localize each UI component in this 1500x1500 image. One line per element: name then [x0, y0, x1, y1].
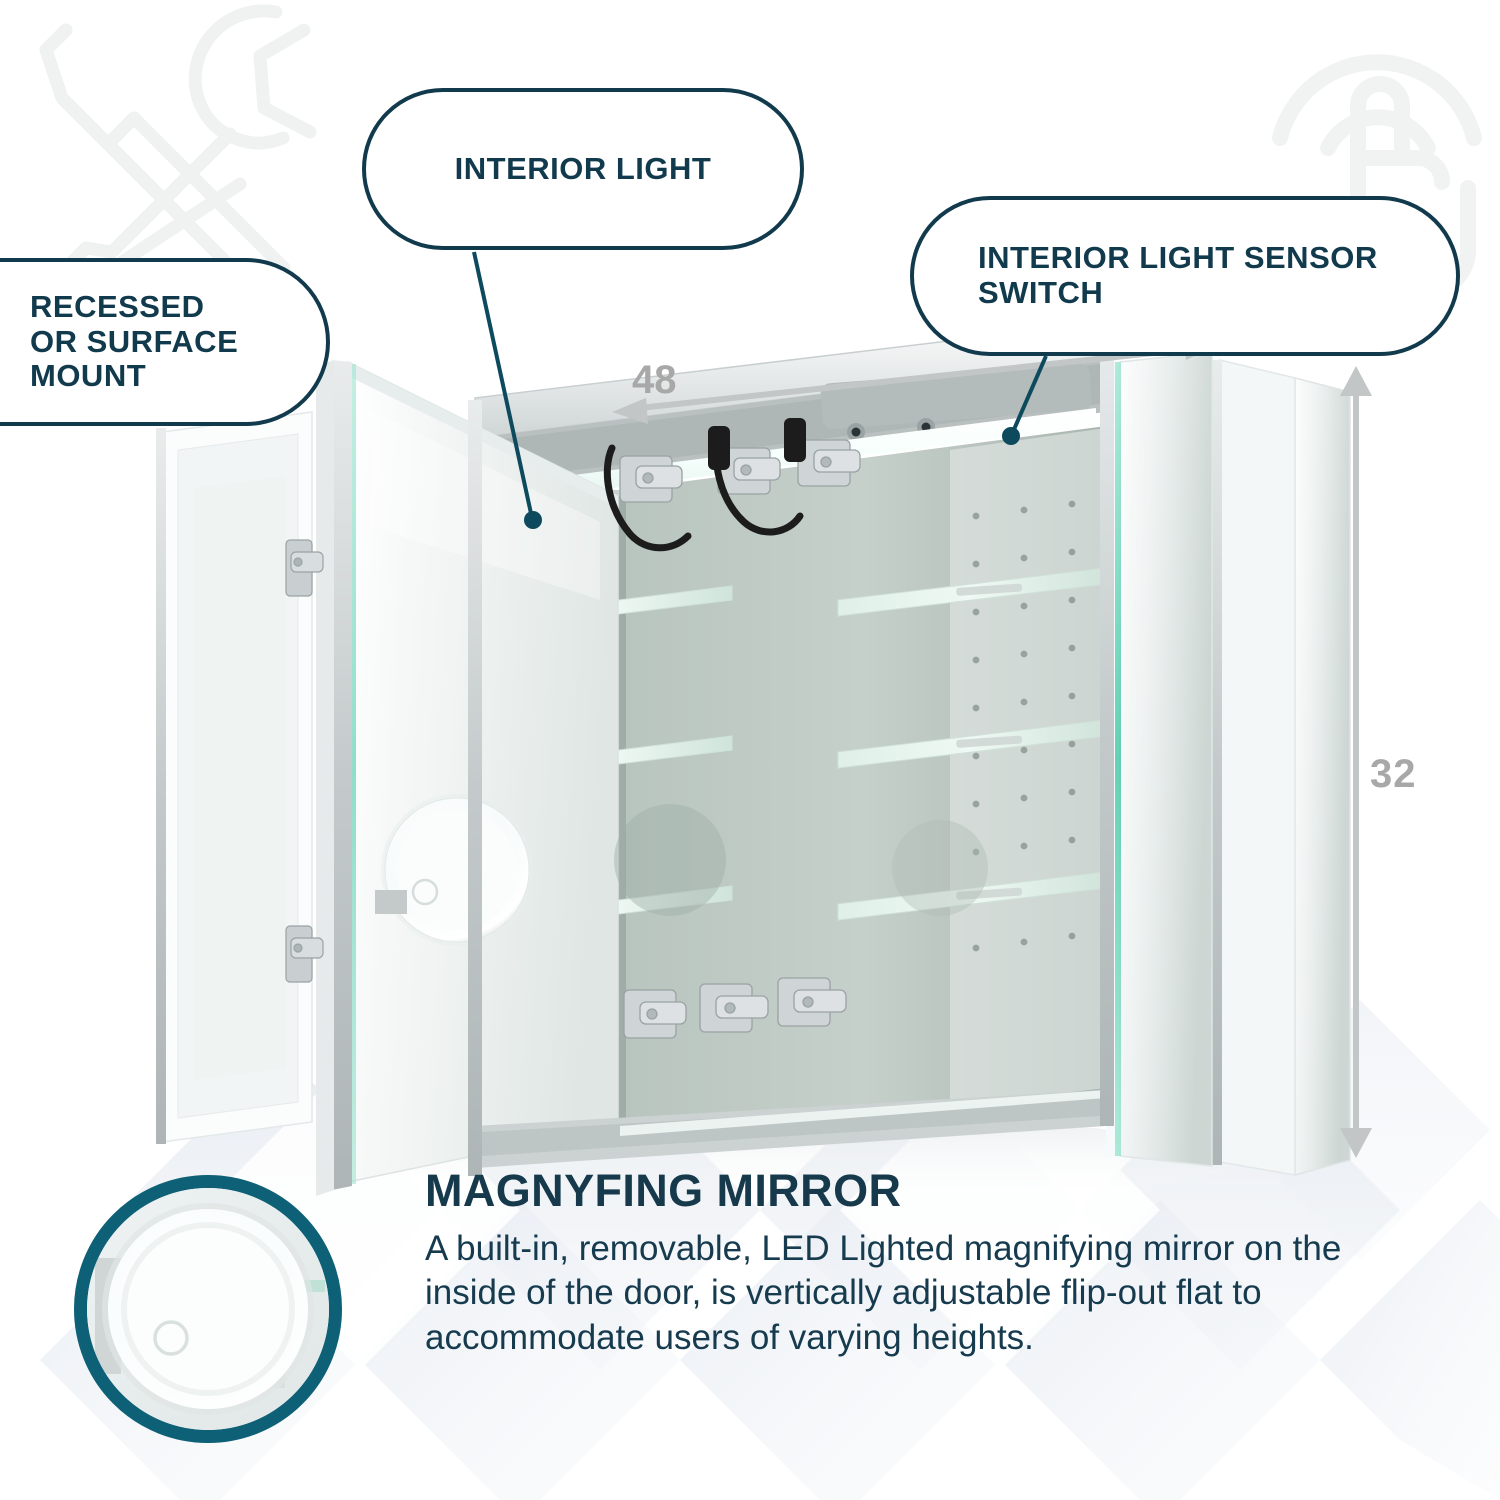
cabinet-right-post: [1100, 326, 1114, 1126]
callout-recessed-line1: RECESSED: [30, 288, 205, 324]
magnifying-mirror-inset: [74, 1175, 342, 1443]
feature-title: MAGNYFING MIRROR: [425, 1165, 902, 1216]
left-mirror-door: [156, 411, 324, 1144]
callout-interior-light-label: INTERIOR LIGHT: [454, 150, 712, 186]
mirror-reflection-blob: [614, 804, 726, 916]
bottom-hinges: [623, 977, 847, 1039]
feature-body: A built-in, removable, LED Lighted magni…: [425, 1229, 1342, 1357]
center-mirror-door: [316, 360, 619, 1196]
mirror-reflection-blob: [892, 820, 988, 916]
dimension-height-label: 32: [1370, 752, 1417, 796]
callout-interior-light[interactable]: INTERIOR LIGHT: [362, 88, 804, 250]
callout-sensor-line2: SWITCH: [978, 275, 1104, 310]
callout-recessed-line2: OR SURFACE: [30, 323, 239, 359]
shelf-pin-holes: [972, 500, 1076, 952]
top-hinges-and-wiring: [603, 418, 861, 552]
medicine-cabinet-product-image: [156, 321, 1351, 1200]
callout-recessed-or-surface-mount[interactable]: RECESSED OR SURFACE MOUNT: [0, 258, 330, 426]
right-mirror-door: [1212, 359, 1351, 1176]
dimension-width-label: 48: [632, 358, 677, 402]
callout-recessed-line3: MOUNT: [30, 358, 147, 394]
door-magnifying-mirror: [381, 794, 533, 946]
callout-interior-light-sensor-switch[interactable]: INTERIOR LIGHT SENSOR SWITCH: [910, 196, 1460, 356]
magnifying-mirror-icon: [87, 1188, 329, 1430]
right-inner-door: [1106, 351, 1213, 1167]
hinge: [285, 539, 324, 597]
hinge: [285, 925, 324, 983]
cabinet-left-post: [468, 400, 482, 1176]
callout-sensor-line1: INTERIOR LIGHT SENSOR: [978, 240, 1378, 276]
feature-description-block: MAGNYFING MIRROR A built-in, removable, …: [425, 1168, 1385, 1360]
